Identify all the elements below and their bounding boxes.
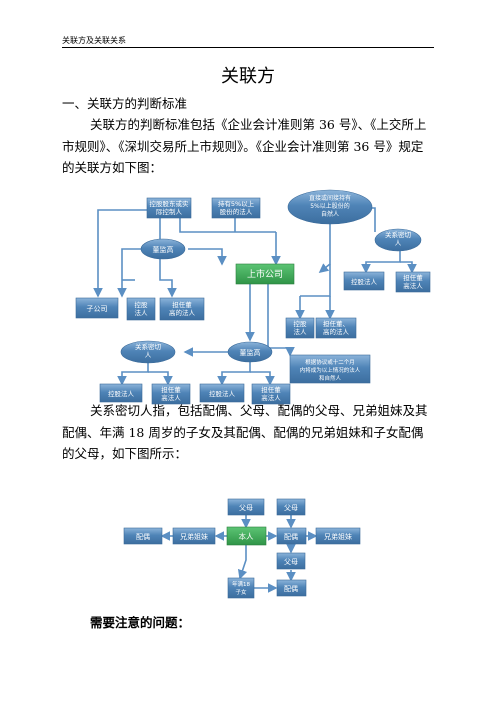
svg-text:和自然人: 和自然人 [319,374,342,382]
svg-text:控股: 控股 [135,300,149,309]
paragraph-2: 关系密切人指，包括配偶、父母、配偶的父母、兄弟姐妹及其配偶、年满 18 周岁的子… [62,400,434,465]
node2-father-mother-2: 父母 [276,498,306,516]
svg-text:父母: 父母 [284,558,298,566]
node2-self: 本人 [226,526,267,546]
node2-spouse-mid: 配偶 [276,527,307,545]
svg-text:控股股东或实: 控股股东或实 [150,199,190,208]
svg-text:法人: 法人 [294,327,308,336]
diagram2-connectors [160,515,318,593]
svg-text:高的法人: 高的法人 [169,308,196,317]
note-heading: 需要注意的问题： [90,615,191,630]
header-rule [62,47,434,48]
svg-text:配偶: 配偶 [284,532,298,541]
node2-spouse-left: 配偶 [123,527,163,545]
svg-text:自然人: 自然人 [321,210,339,218]
svg-text:董监高: 董监高 [240,348,261,357]
node2-father-mother-3: 父母 [276,552,306,570]
diagram1-connectors [93,207,417,386]
section-heading-1: 一、关联方的判断标准 [62,96,188,111]
node2-spouse-bottom: 配偶 [276,579,307,597]
svg-text:高法人: 高法人 [403,281,423,290]
svg-text:担任董: 担任董 [403,273,423,282]
svg-text:兄弟姐妹: 兄弟姐妹 [180,532,208,541]
node-close-top: 关系密切 人 [374,228,422,252]
node-ctrl-corp-r1: 控股法人 [343,271,385,291]
page-header: 关联方及关联关系 [62,36,126,45]
svg-text:直接或间接持有: 直接或间接持有 [309,194,351,202]
svg-text:根据协议或十二个月: 根据协议或十二个月 [305,358,355,366]
svg-text:父母: 父母 [239,504,253,512]
node-dsm-corp-r1: 担任董 高法人 [395,271,431,293]
svg-text:法人: 法人 [135,308,149,317]
node-dsm-corp: 担任董 高的法人 [159,297,205,321]
paragraph-2-text: 关系密切人指，包括配偶、父母、配偶的父母、兄弟姐妹及其配偶、年满 18 周岁的子… [62,403,428,461]
svg-text:控股法人: 控股法人 [209,389,236,398]
svg-text:子公司: 子公司 [87,305,108,313]
paragraph-1-text: 关联方的判断标准包括《企业会计准则第 36 号》、《上交所上市规则》、《深圳交易… [62,117,427,175]
svg-text:配偶: 配偶 [284,584,298,593]
node-dsm-low: 董监高 [227,341,273,363]
diagram1-nodes: 控股股东或实 际控制人 持有5%以上 股份的法人 直接或间接持有 5%以上股份的… [75,189,431,405]
svg-text:高的法人: 高的法人 [323,327,350,336]
svg-text:控股法人: 控股法人 [108,389,135,398]
svg-text:关系密切: 关系密切 [135,342,162,351]
node-holder5: 持有5%以上 股份的法人 [211,197,261,219]
svg-text:人: 人 [145,351,152,359]
diagram2-nodes: 父母 父母 配偶 兄弟姐妹 本人 配偶 兄弟姐妹 父母 [123,498,361,599]
node-listed-company: 上市公司 [235,263,295,285]
paragraph-1: 关联方的判断标准包括《企业会计准则第 36 号》、《上交所上市规则》、《深圳交易… [62,114,434,179]
node-controller: 控股股东或实 际控制人 [146,197,192,219]
svg-text:配偶: 配偶 [136,532,150,541]
node-ctrl-corp-mid: 控股 法人 [285,317,315,339]
svg-text:担任董: 担任董 [172,300,192,309]
node-past12: 根据协议或十二个月 内将成为以上情况的法人 和自然人 [289,354,371,384]
node-close-low: 关系密切 人 [120,340,176,364]
page-title: 关联方 [221,66,275,87]
svg-text:股份的法人: 股份的法人 [220,207,253,216]
svg-text:担任董: 担任董 [161,385,181,394]
svg-text:内将成为以上情况的法人: 内将成为以上情况的法人 [300,366,361,374]
svg-text:兄弟姐妹: 兄弟姐妹 [324,532,352,541]
node2-child: 年满18 子女 [227,577,255,599]
svg-text:人: 人 [395,239,402,247]
node2-sibling-right: 兄弟姐妹 [315,527,361,545]
node-natural5: 直接或间接持有 5%以上股份的 自然人 [287,189,373,225]
svg-text:控股法人: 控股法人 [351,277,378,286]
svg-text:年满18: 年满18 [232,580,250,588]
svg-text:担任董: 担任董 [261,385,281,394]
svg-text:担任董、: 担任董、 [323,319,349,328]
svg-text:5%以上股份的: 5%以上股份的 [310,202,350,210]
svg-text:子女: 子女 [235,588,247,596]
node-controlled-corp: 控股 法人 [126,297,156,321]
svg-text:际控制人: 际控制人 [156,207,183,216]
node2-sibling-left: 兄弟姐妹 [172,527,216,545]
node-dsm-top: 董监高 [140,238,186,260]
svg-text:本人: 本人 [239,531,254,541]
node-subsidiary: 子公司 [75,297,119,319]
node2-father-mother-1: 父母 [227,498,265,516]
svg-text:持有5%以上: 持有5%以上 [218,199,255,208]
svg-text:上市公司: 上市公司 [247,268,283,280]
svg-text:关系密切: 关系密切 [385,230,412,239]
node-dsm-corp-mid: 担任董、 高的法人 [315,317,357,339]
svg-text:父母: 父母 [284,504,298,512]
svg-text:控股: 控股 [294,319,308,328]
svg-text:董监高: 董监高 [153,245,174,254]
